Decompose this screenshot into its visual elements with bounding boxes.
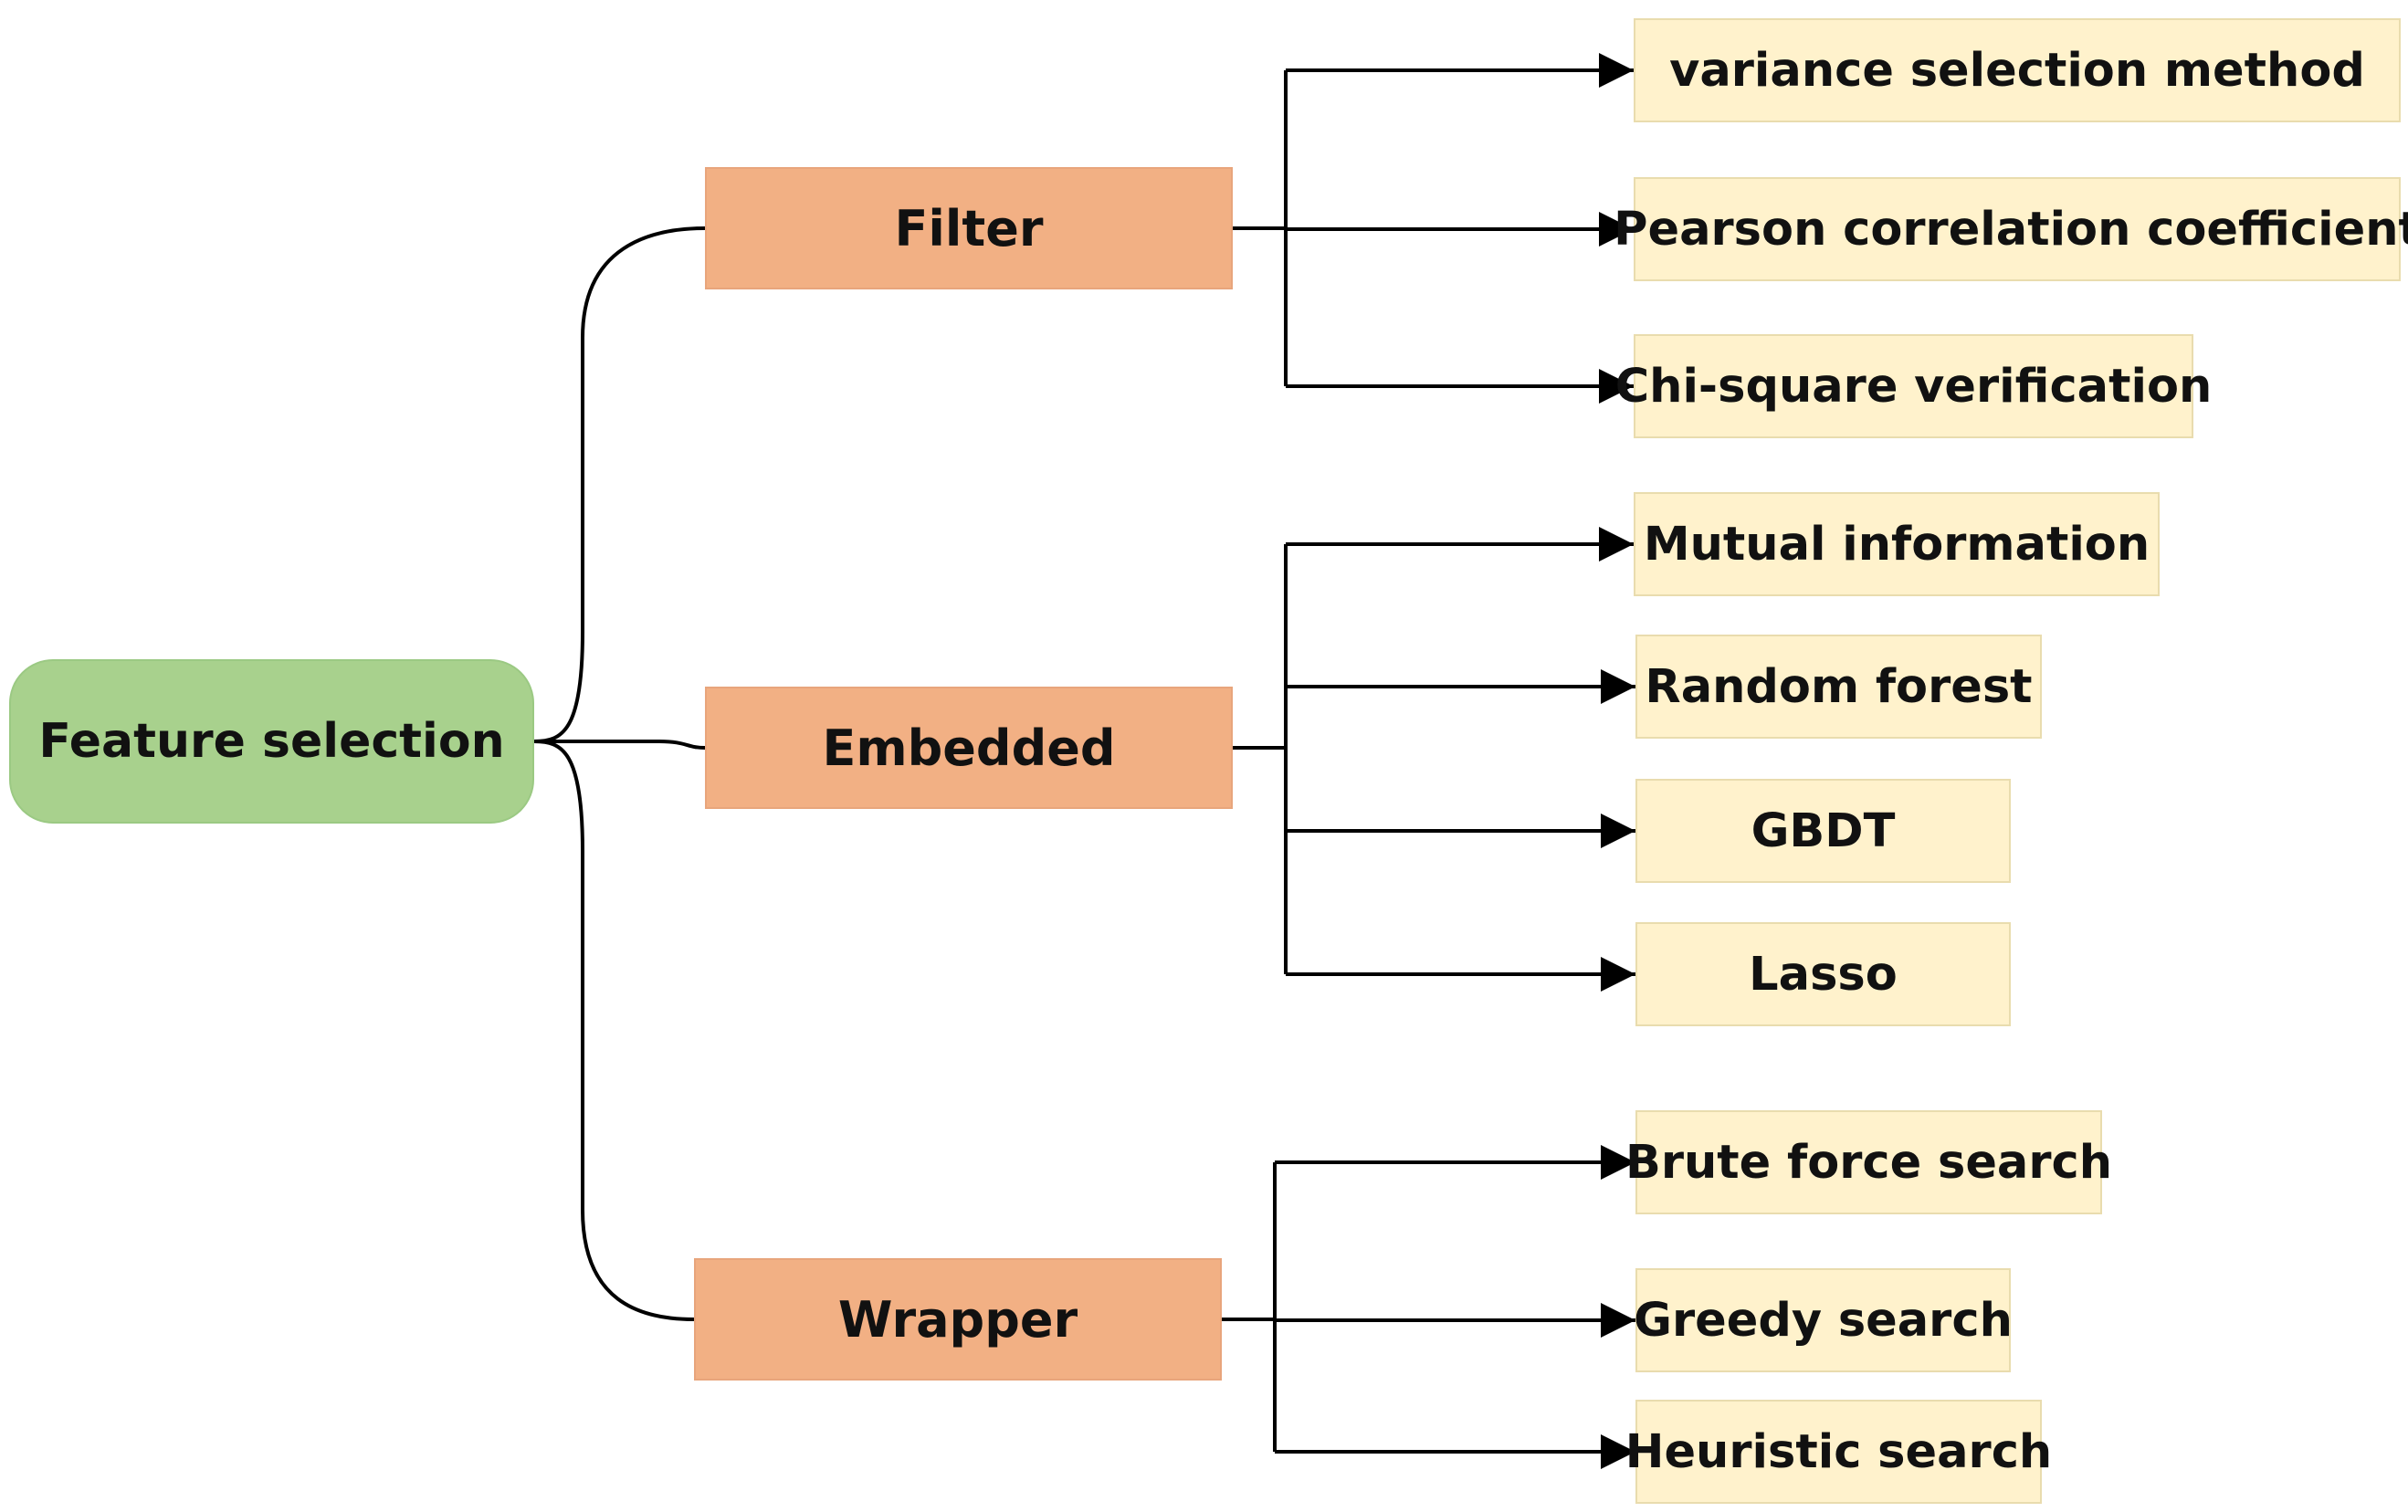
- method-node-gbdt: GBDT: [1635, 779, 2011, 883]
- method-label-heuristic-search: Heuristic search: [1625, 1424, 2053, 1479]
- category-node-wrapper: Wrapper: [694, 1258, 1222, 1381]
- method-label-greedy-search: Greedy search: [1634, 1293, 2013, 1348]
- method-node-greedy-search: Greedy search: [1634, 1268, 2013, 1372]
- connector-root-to-embedded: [534, 740, 706, 750]
- method-node-lasso: Lasso: [1635, 922, 2011, 1026]
- method-label-random-forest: Random forest: [1645, 659, 2033, 714]
- connector-root-to-filter: [533, 226, 706, 743]
- method-label-gbdt: GBDT: [1751, 803, 1896, 858]
- method-node-chi-square: Chi-square verification: [1615, 334, 2212, 438]
- category-label-filter: Filter: [894, 199, 1044, 257]
- category-label-embedded: Embedded: [822, 719, 1116, 777]
- method-label-variance-selection: variance selection method: [1669, 43, 2365, 98]
- root-node-feature-selection: Feature selection: [9, 659, 534, 824]
- method-label-chi-square: Chi-square verification: [1614, 359, 2213, 414]
- connector-root-to-wrapper: [533, 740, 695, 1321]
- root-node-label: Feature selection: [38, 714, 505, 769]
- method-node-random-forest: Random forest: [1635, 635, 2042, 739]
- method-node-brute-force-search: Brute force search: [1625, 1110, 2112, 1214]
- method-label-mutual-information: Mutual information: [1643, 517, 2150, 572]
- method-node-heuristic-search: Heuristic search: [1625, 1400, 2052, 1504]
- method-label-brute-force-search: Brute force search: [1625, 1135, 2113, 1190]
- method-label-pearson-correlation: Pearson correlation coefficient: [1614, 202, 2408, 257]
- method-label-lasso: Lasso: [1749, 947, 1898, 1002]
- category-node-embedded: Embedded: [705, 687, 1233, 809]
- method-node-variance-selection: variance selection method: [1634, 18, 2401, 122]
- method-node-pearson-correlation: Pearson correlation coefficient: [1614, 177, 2408, 281]
- category-node-filter: Filter: [705, 167, 1233, 289]
- method-node-mutual-information: Mutual information: [1634, 492, 2160, 596]
- category-label-wrapper: Wrapper: [837, 1290, 1078, 1349]
